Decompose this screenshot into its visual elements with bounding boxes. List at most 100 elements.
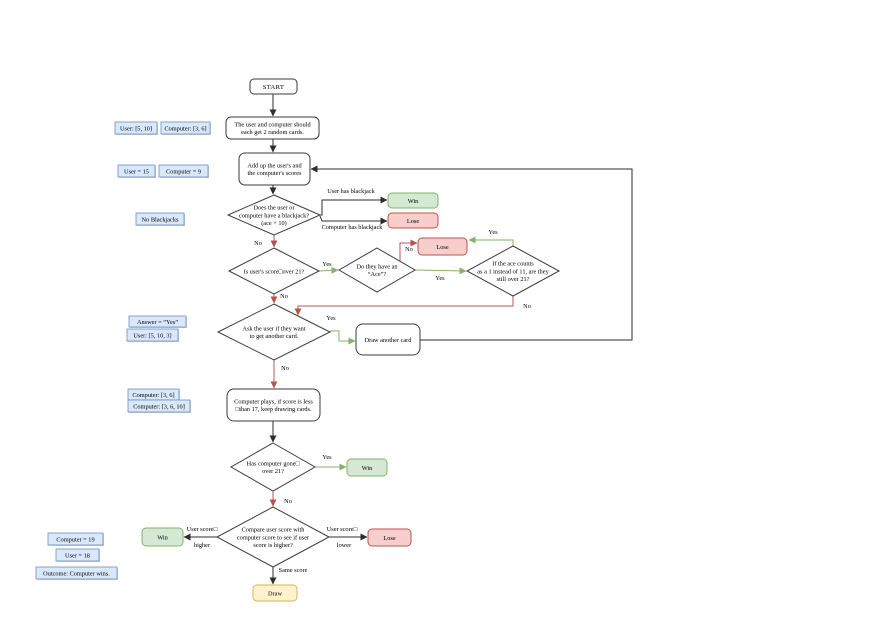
label-ace-no: No: [405, 246, 413, 253]
node-label-draw-final: Draw: [268, 590, 282, 597]
node-label-win-final: Win: [157, 534, 168, 541]
edge-ask-yes: [330, 330, 356, 345]
note-user-cards-box: [114, 121, 158, 135]
node-label-lose-final: Lose: [383, 535, 395, 542]
note-user-cards-text: User: [5, 10]: [120, 125, 152, 132]
node-shape-get-cards: [225, 116, 320, 140]
label-blackjack-no: No: [254, 240, 262, 247]
node-shape-computer-plays: [226, 388, 321, 422]
note-no-blackjacks-text: No Blackjacks: [142, 216, 179, 223]
note-computer-final-box: [47, 532, 104, 546]
node-shape-draw-final: [252, 584, 298, 602]
label-ace-one-no: No: [523, 303, 531, 310]
note-user-cards-after-draw-box: [126, 328, 179, 342]
note-user-total: User = 15: [117, 164, 156, 178]
note-computer-cards-3: Computer: [3, 6, 10]: [127, 399, 191, 413]
label-bust-yes: Yes: [322, 454, 332, 461]
node-label-lose-bust: Lose: [436, 244, 448, 251]
label-user-score-higher-2: higher: [194, 542, 211, 549]
label-computer-has-blackjack: Computer has blackjack: [322, 224, 384, 231]
note-user-cards-after-draw: User: [5, 10, 3]: [126, 328, 179, 342]
node-label-have-ace: Do they have an“Ace”?: [356, 264, 398, 279]
node-shape-lose-bust: [417, 237, 468, 256]
label-ace-one-yes: Yes: [488, 229, 498, 236]
node-computer-plays: Computer plays, if score is less□than 17…: [226, 388, 321, 422]
node-start: START: [249, 78, 298, 95]
note-computer-final-text: Computer = 19: [56, 536, 94, 543]
note-answer-yes: Answer = “Yes”: [128, 315, 187, 328]
node-shape-lose-computer-blackjack: [387, 212, 439, 229]
edge-ace-one-yes: [468, 236, 514, 246]
note-user-final-text: User = 18: [65, 552, 90, 559]
node-shape-blackjack-check: [226, 194, 322, 236]
label-user-has-blackjack: User has blackjack: [327, 188, 375, 195]
node-label-start: START: [263, 84, 284, 91]
node-label-win-computer-bust: Win: [362, 465, 373, 472]
node-shape-start: [249, 78, 298, 95]
node-label-lose-computer-blackjack: Lose: [407, 218, 419, 225]
note-answer-yes-box: [128, 315, 187, 328]
edge-blackjack-computer-lose: [319, 215, 388, 225]
node-shape-computer-over-21: [229, 442, 317, 492]
node-computer-over-21: Has computer gone□over 21?: [229, 442, 317, 492]
node-lose-bust: Lose: [417, 237, 468, 256]
edges-layer: [183, 94, 633, 585]
note-computer-cards-2: Computer: [3, 6]: [127, 388, 180, 401]
node-shape-user-score-over-21: [227, 247, 321, 295]
label-ask-yes: Yes: [326, 315, 336, 322]
node-draw-final: Draw: [252, 584, 298, 602]
note-outcome-text: Outcome: Computer wins.: [43, 570, 110, 577]
node-shape-win-user-blackjack: [387, 192, 439, 209]
node-label-win-user-blackjack: Win: [408, 198, 419, 205]
note-computer-cards-2-text: Computer: [3, 6]: [132, 392, 174, 399]
edge-ace-one-no: [294, 296, 514, 316]
edge-blackjack-user-win: [320, 196, 388, 216]
note-answer-yes-text: Answer = “Yes”: [137, 319, 178, 326]
edge-score-yes: [318, 266, 339, 274]
node-user-score-over-21: Is user's score□over 21?: [227, 247, 321, 295]
note-user-cards: User: [5, 10]: [114, 121, 158, 135]
node-label-computer-plays: Computer plays, if score is less□than 17…: [234, 399, 313, 414]
edge-draw-loop-back: [310, 165, 633, 341]
note-outcome: Outcome: Computer wins.: [35, 566, 118, 580]
note-computer-cards-text: Computer: [3, 6]: [164, 125, 206, 132]
note-user-final: User = 18: [55, 548, 100, 562]
note-no-blackjacks-box: [135, 212, 185, 226]
note-computer-cards-box: [160, 121, 211, 135]
label-score-yes: Yes: [322, 261, 332, 268]
node-label-user-score-over-21: Is user's score□over 21?: [244, 268, 305, 275]
node-shape-win-computer-bust: [346, 458, 388, 477]
node-draw-another-card: Draw another card: [355, 323, 421, 356]
node-shape-compare-scores: [215, 506, 331, 568]
label-score-no: No: [280, 293, 288, 300]
note-computer-total: Computer = 9: [158, 164, 209, 178]
label-user-score-lower-2: lower: [337, 542, 352, 549]
node-have-ace: Do they have an“Ace”?: [338, 247, 416, 293]
node-label-draw-another-card: Draw another card: [365, 337, 413, 344]
note-user-total-box: [117, 164, 156, 178]
label-ask-no: No: [281, 365, 289, 372]
edge-ace-yes: [414, 267, 467, 275]
label-same-score: Same score: [279, 567, 308, 574]
label-ace-yes: Yes: [435, 275, 445, 282]
node-shape-ask-another-card: [216, 303, 332, 361]
node-shape-ace-counts-as-one: [465, 245, 561, 297]
note-outcome-box: [35, 566, 118, 580]
label-user-score-lower-1: User score□: [327, 526, 358, 533]
